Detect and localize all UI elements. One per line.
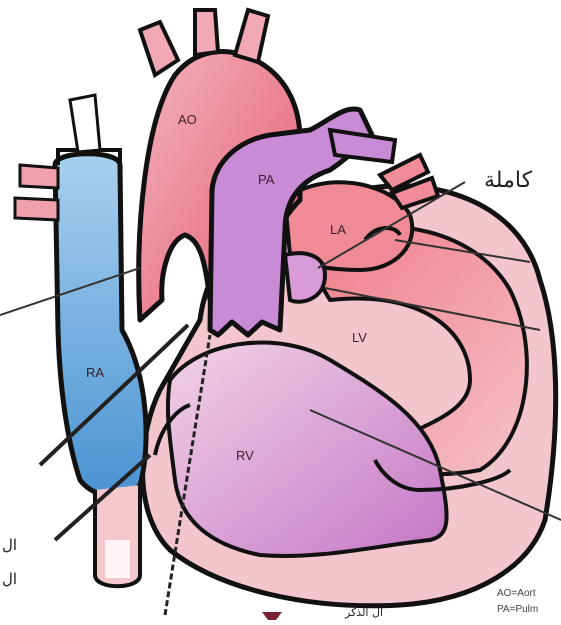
right-atrium	[55, 154, 146, 496]
right-ventricle-label: RV	[236, 448, 254, 463]
arabic-text-left-2: ال	[2, 570, 17, 588]
ivc-highlight	[105, 540, 130, 578]
atrial-appendage	[285, 253, 325, 302]
left-vessel-1	[20, 165, 58, 188]
right-atrium-label: RA	[86, 365, 104, 380]
aortic-branch-1	[140, 22, 178, 75]
left-ventricle-label: LV	[352, 330, 367, 345]
left-atrium-label: LA	[330, 222, 346, 237]
arabic-text-top-right: كاملة	[484, 168, 532, 193]
left-vessel-2	[15, 198, 58, 220]
bottom-marker	[262, 612, 282, 620]
arabic-text-left-1: ال	[2, 536, 17, 554]
aortic-branch-3	[235, 10, 268, 62]
arabic-text-bottom: ال الذكر	[345, 606, 383, 619]
aortic-branch-2	[195, 10, 218, 55]
legend-pulmonary: PA=Pulm	[497, 604, 538, 615]
pulmonary-branch-right	[330, 130, 395, 162]
left-vessel-3	[70, 95, 100, 152]
aorta-label: AO	[178, 112, 197, 127]
legend-aorta: AO=Aort	[497, 588, 536, 599]
pulmonary-artery-label: PA	[258, 172, 274, 187]
